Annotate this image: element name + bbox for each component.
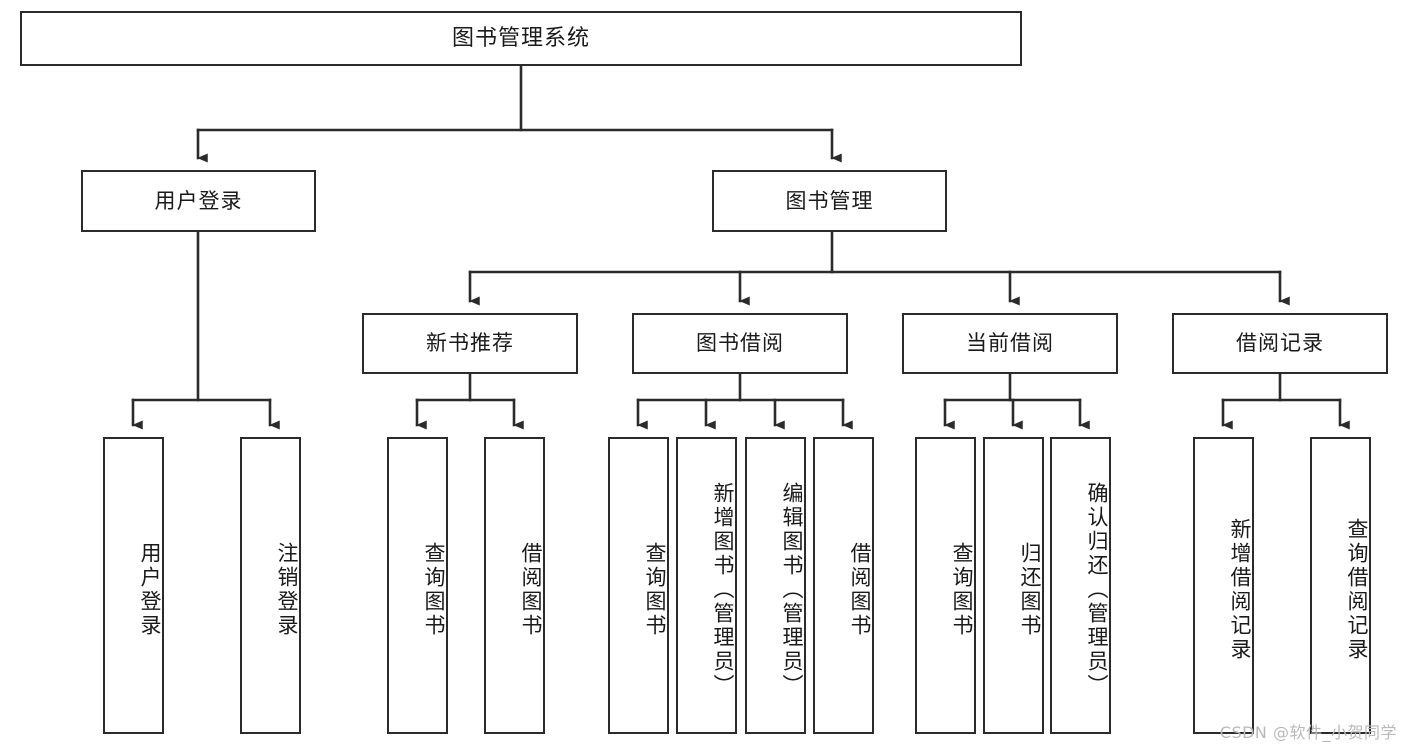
leaf-confirm-return[interactable]: 确认归还（管理员） — [1050, 437, 1111, 734]
leaf-borrow-book-1-label: 借阅图书 — [519, 541, 543, 638]
leaf-edit-book-label: 编辑图书（管理员） — [780, 481, 804, 698]
leaf-borrow-book-2[interactable]: 借阅图书 — [813, 437, 874, 734]
leaf-add-book-label: 新增图书（管理员） — [711, 481, 735, 698]
leaf-logout-label: 注销登录 — [275, 541, 299, 638]
node-current-borrow[interactable]: 当前借阅 — [902, 313, 1118, 374]
leaf-add-book[interactable]: 新增图书（管理员） — [676, 437, 737, 734]
leaf-query-book-2[interactable]: 查询图书 — [608, 437, 669, 734]
node-root-label: 图书管理系统 — [451, 25, 590, 51]
leaf-return-book-label: 归还图书 — [1018, 541, 1042, 638]
leaf-query-book-1[interactable]: 查询图书 — [387, 437, 448, 734]
leaf-add-record[interactable]: 新增借阅记录 — [1193, 437, 1254, 734]
leaf-query-book-3-label: 查询图书 — [950, 541, 974, 638]
node-book-manage[interactable]: 图书管理 — [712, 170, 947, 232]
leaf-confirm-return-label: 确认归还（管理员） — [1085, 481, 1109, 698]
node-user-login-label: 用户登录 — [154, 188, 243, 213]
leaf-user-login-label: 用户登录 — [138, 541, 162, 638]
node-user-login[interactable]: 用户登录 — [81, 170, 316, 232]
leaf-query-record[interactable]: 查询借阅记录 — [1310, 437, 1371, 734]
node-borrow-record[interactable]: 借阅记录 — [1172, 313, 1388, 374]
leaf-logout[interactable]: 注销登录 — [240, 437, 301, 734]
node-book-borrow[interactable]: 图书借阅 — [632, 313, 848, 374]
leaf-return-book[interactable]: 归还图书 — [983, 437, 1044, 734]
leaf-query-record-label: 查询借阅记录 — [1345, 517, 1369, 662]
leaf-borrow-book-1[interactable]: 借阅图书 — [484, 437, 545, 734]
leaf-borrow-book-2-label: 借阅图书 — [848, 541, 872, 638]
leaf-add-record-label: 新增借阅记录 — [1228, 517, 1252, 662]
leaf-user-login[interactable]: 用户登录 — [103, 437, 164, 734]
csdn-watermark: CSDN @软件_小贺同学 — [1219, 723, 1397, 742]
node-borrow-record-label: 借阅记录 — [1236, 331, 1324, 356]
node-book-manage-label: 图书管理 — [785, 188, 874, 213]
leaf-query-book-1-label: 查询图书 — [422, 541, 446, 638]
node-new-book-rec[interactable]: 新书推荐 — [362, 313, 578, 374]
node-new-book-rec-label: 新书推荐 — [426, 331, 514, 356]
node-root[interactable]: 图书管理系统 — [20, 11, 1022, 66]
leaf-query-book-2-label: 查询图书 — [643, 541, 667, 638]
node-book-borrow-label: 图书借阅 — [696, 331, 784, 356]
leaf-query-book-3[interactable]: 查询图书 — [915, 437, 976, 734]
node-current-borrow-label: 当前借阅 — [966, 331, 1054, 356]
leaf-edit-book[interactable]: 编辑图书（管理员） — [745, 437, 806, 734]
